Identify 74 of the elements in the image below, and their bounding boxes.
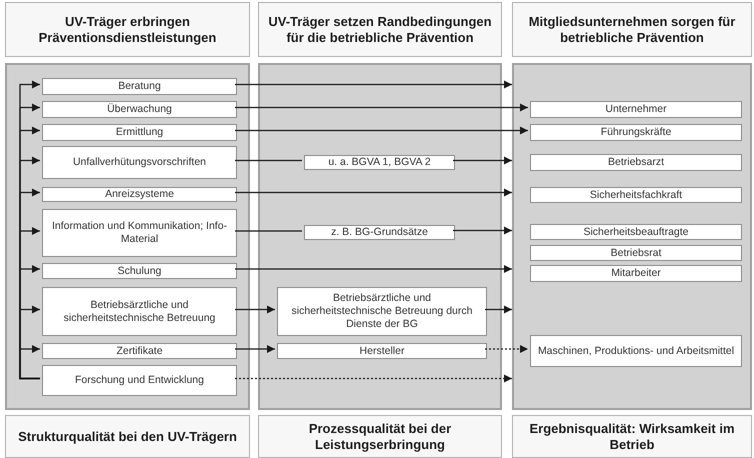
box-label: Sicherheitsbeauftragte [583,226,689,238]
process-box [42,78,237,95]
arrow [235,374,512,382]
column-heading-box [258,2,502,57]
box-label: Zertifikate [116,344,163,358]
arrow [235,265,512,273]
arrow [235,104,528,112]
arrow [19,345,40,380]
box-label: Hersteller [360,344,404,358]
arrow [453,226,512,234]
box-label: Schulung [118,264,162,278]
box-label: z. B. BG-Grundsätze [331,226,428,239]
process-box [42,287,237,336]
process-box [42,101,237,118]
process-box [530,335,742,367]
column-heading-box [258,415,502,458]
arrow [453,156,512,164]
box-label: Betriebsarzt [608,156,664,169]
panel-background [512,63,752,410]
process-box [304,225,455,240]
arrow [235,306,275,314]
box-label: Betriebsärztliche und sicherheitstechnische Betreuung durch Dienste der BG [290,292,474,331]
process-box [530,245,742,261]
arrow [235,188,512,196]
box-label: Beratung [118,80,161,93]
box-label: Unternehmer [605,103,667,116]
arrow [235,126,528,134]
process-box [530,265,742,282]
box-label: Betriebsrat [610,246,662,260]
box-label: Ermittlung [116,126,164,139]
box-label: u. a. BGVA 1, BGVA 2 [328,156,431,169]
box-label: Überwachung [107,103,172,116]
connector-line [235,230,302,232]
process-box [277,287,487,336]
column-heading: Mitgliedsunternehmen sorgen für betriebliche Prävention [528,14,736,46]
process-box [42,365,237,396]
column-heading: Ergebnisqualität: Wirksamkeit im Betrieb [528,420,736,452]
column-heading: UV-Träger erbringen Präventionsdienstleistungen [38,14,218,46]
arrow [485,345,528,353]
column-heading-box [512,2,752,57]
box-label: Anreizsysteme [105,188,174,201]
arrow [485,306,512,314]
process-box [42,146,237,179]
box-label: Forschung und Entwicklung [75,374,204,387]
box-label: Information und Kommunikation; Info-Material [50,220,228,246]
column-heading-box [512,415,752,458]
process-box [42,124,237,141]
process-box [530,187,742,203]
box-label: Mitarbeiter [611,267,661,280]
process-box [42,343,237,359]
process-box [42,187,237,202]
panel-background [258,63,502,410]
process-box [530,224,742,240]
column-heading: UV-Träger setzen Randbedingungen für die betriebliche Prävention [267,14,493,46]
arrow [235,345,275,353]
column-heading: Strukturqualität bei den UV-Trägern [18,428,237,444]
column-heading: Prozessqualität bei der Leistungserbringung [308,420,452,452]
process-box [530,124,742,141]
column-heading-box [5,2,250,57]
arrow [235,80,512,88]
box-label: Sicherheitsfachkraft [590,188,682,202]
process-box [277,343,487,359]
connector-line [235,160,302,162]
process-box [530,154,742,171]
process-box [530,101,742,118]
process-box [42,209,237,257]
box-label: Betriebsärztliche und sicherheitstechnische Betreuung [62,298,216,324]
process-box [42,263,237,279]
process-box [304,155,455,170]
box-label: Unfallverhütungsvorschriften [72,156,206,169]
box-label: Maschinen, Produktions- und Arbeitsmittel [538,344,734,358]
column-heading-box [5,415,250,458]
panel-background [5,63,250,410]
box-label: Führungskräfte [600,126,672,139]
